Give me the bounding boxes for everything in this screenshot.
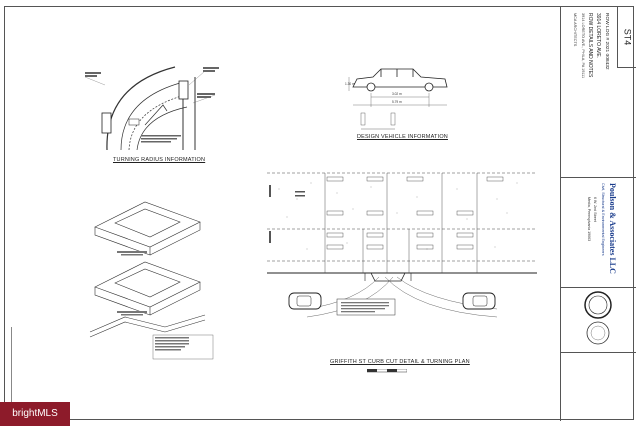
firm-block: Poulson & Associates LLC Civil, Structur… [561,177,636,288]
drawing-sheet: TURNING RADIUS INFORMATION 3.02 m 5.79 m… [4,6,636,421]
design-note-box [336,298,396,316]
margin-note [11,327,20,407]
engineer-seal-2 [586,321,610,345]
architect-name: MCA ARCHITECTS [573,13,577,47]
turning-radius-drawing [85,66,219,151]
title-block: ST4 ROW LOG # 2021 008432 3914 LORETO AV… [560,7,636,421]
front-wheel [366,82,376,92]
turning-radius-caption: TURNING RADIUS INFORMATION [113,157,206,163]
car-left [288,292,322,310]
design-vehicle-caption: DESIGN VEHICLE INFORMATION [357,134,448,140]
car-top-view-2 [178,80,189,100]
car-right [462,292,496,310]
rear-wheel [424,82,434,92]
project-title: 3914 LORETO AVE. [595,13,601,59]
engineer-seal [584,291,612,319]
project-subtitle: ROW DETAILS AND NOTES [587,13,593,78]
car-top-view-1 [101,112,112,134]
total-length-dim: 5.79 m [392,100,402,104]
wheelbase-dim: 3.02 m [392,92,402,96]
firm-subtitle: Civil, Structural & Environmental Engine… [601,183,605,256]
row-log-text: ROW LOG # 2021 008432 [604,13,609,70]
curb-isometric-details [89,201,214,360]
curb-cut-plan [267,172,537,318]
firm-address1: 6 W. 2nd Street [593,197,597,222]
seal-area [561,287,636,347]
curb-cut-caption: GRIFFITH ST CURB CUT DETAIL & TURNING PL… [330,359,470,365]
scale-bar [367,369,407,373]
height-dim: 1.30 m [345,82,355,86]
firm-address2: Media, Pennsylvania 19063 [587,197,591,242]
project-address: 3914 LORETO AVE., PHILA, PA 19111 [581,13,585,79]
sheet-number: ST4 [621,28,632,46]
watermark-logo: brightMLS [0,402,70,426]
design-vehicle-drawing: 3.02 m 5.79 m 1.30 m [345,68,448,130]
firm-name: Poulson & Associates LLC [608,183,617,274]
